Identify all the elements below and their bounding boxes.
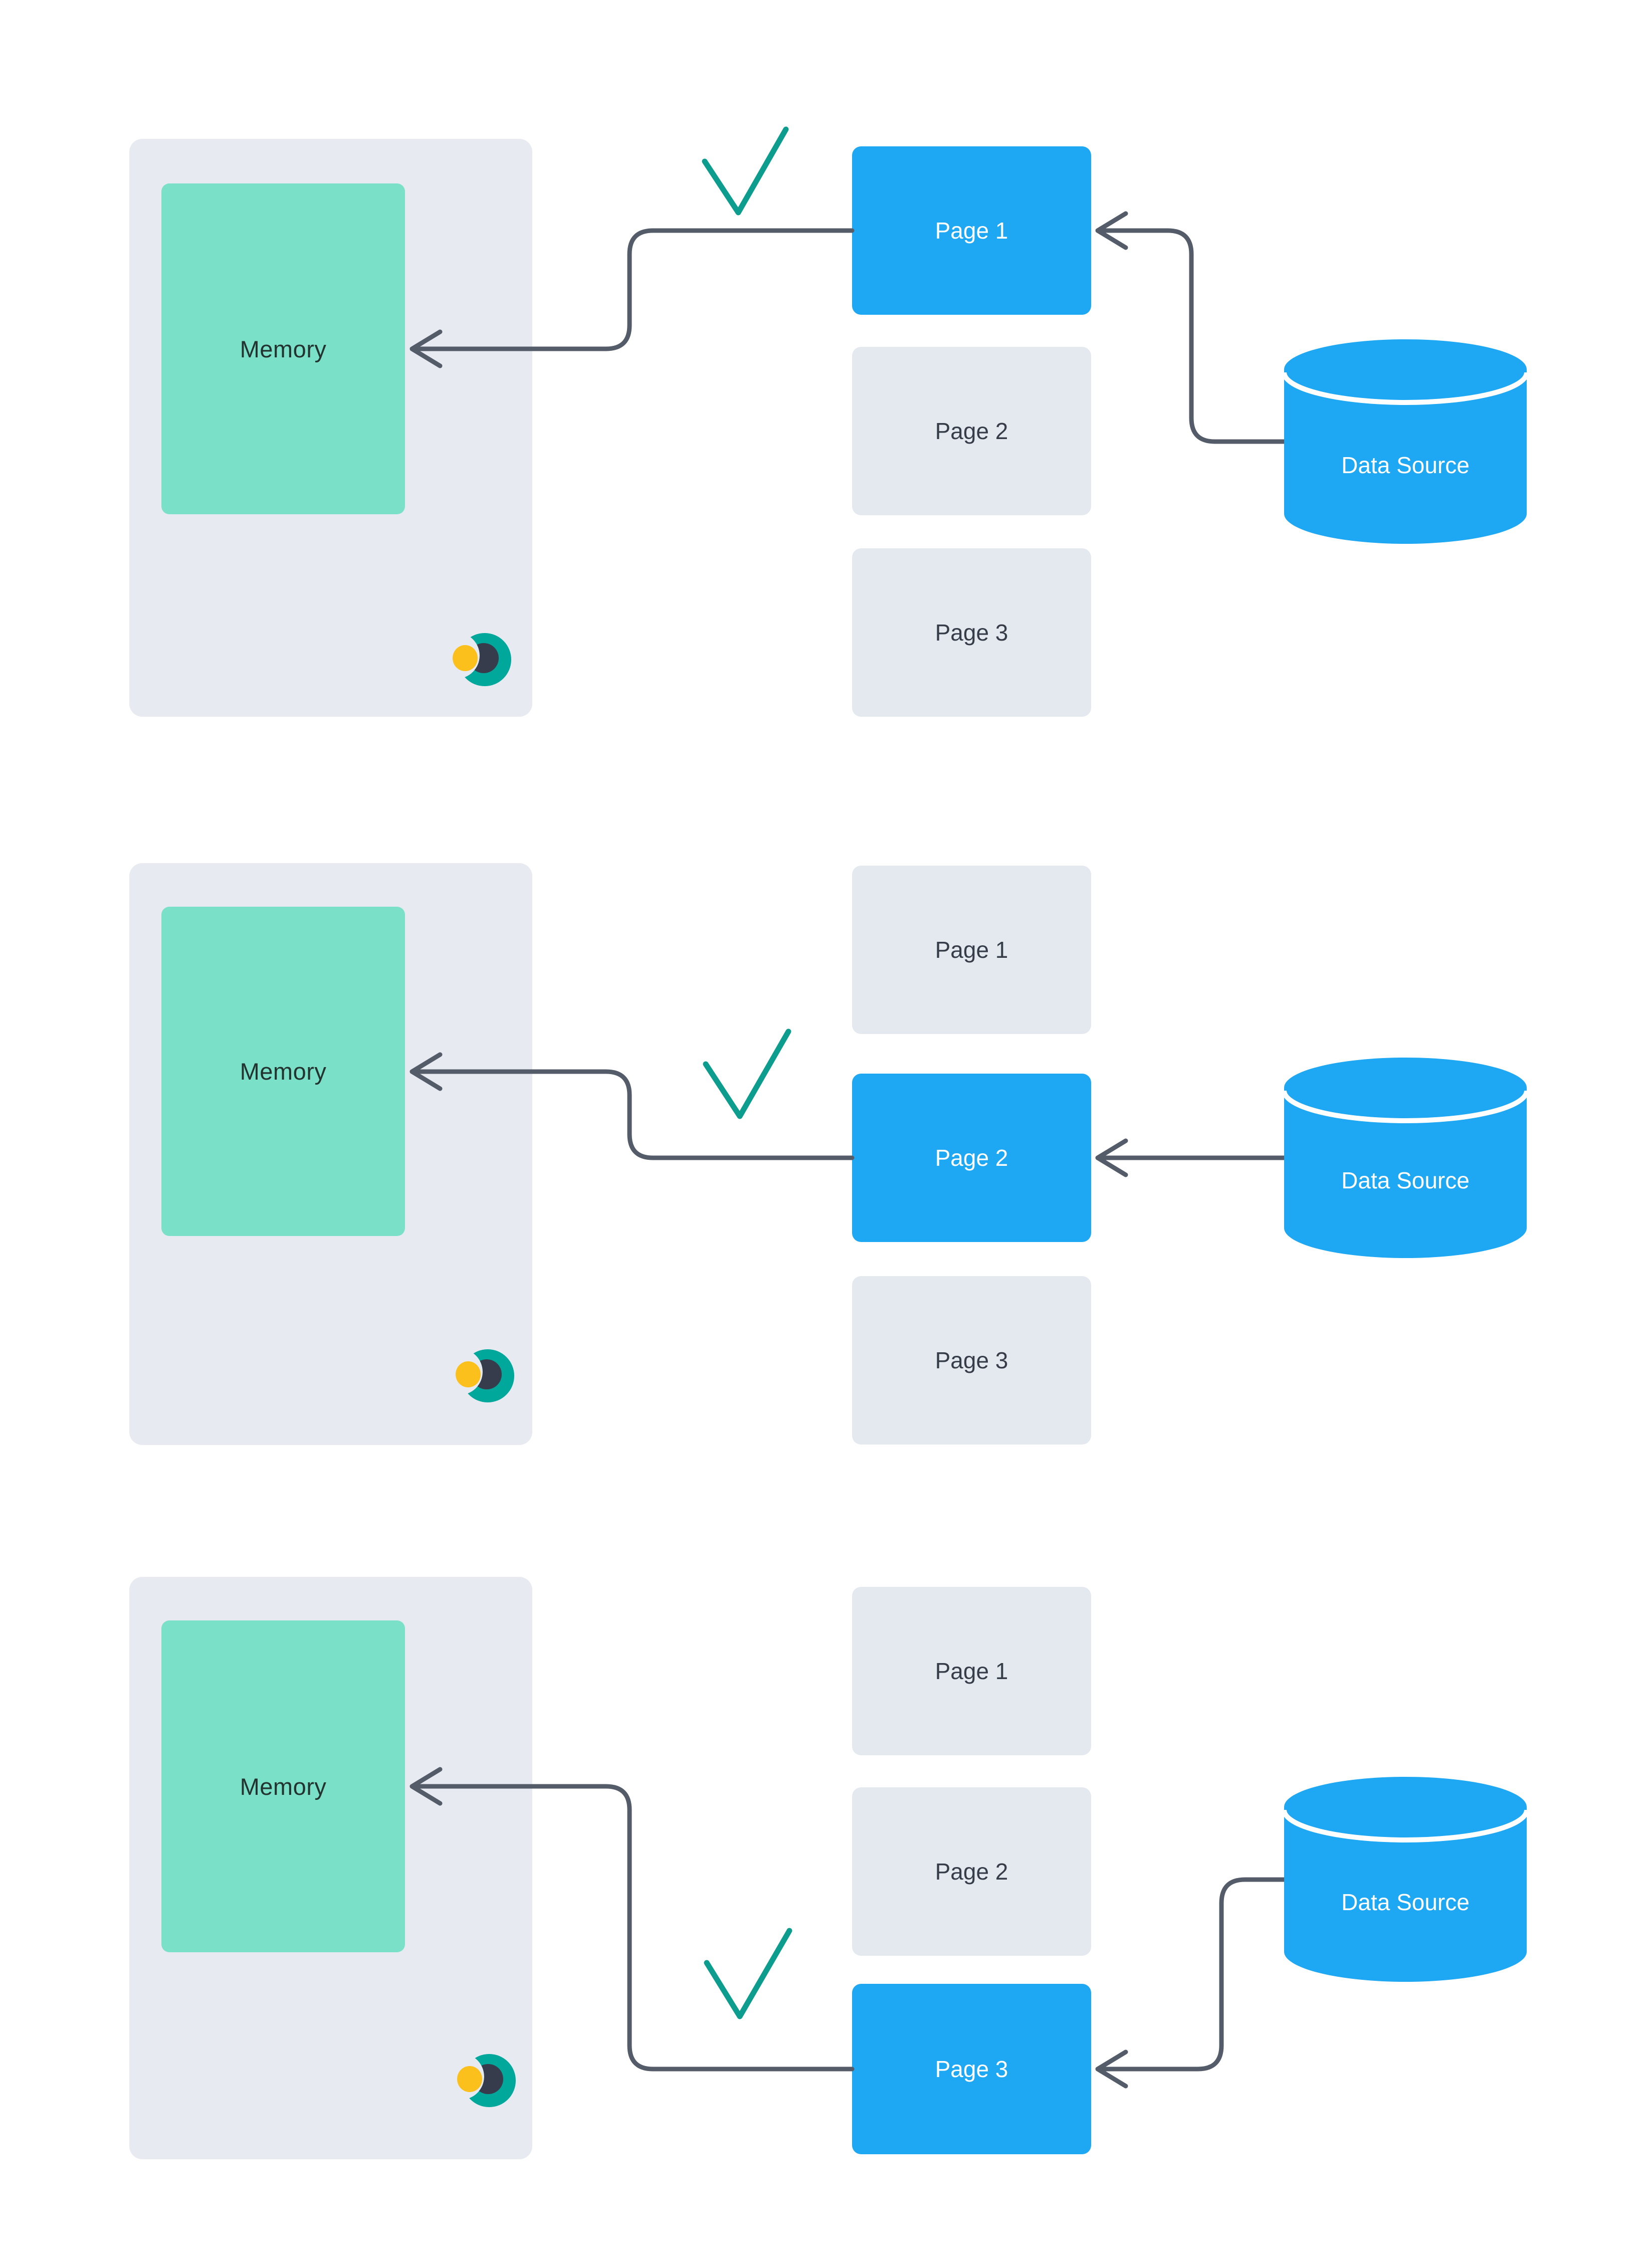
page-3-active: Page 3 bbox=[852, 1984, 1091, 2154]
page-label: Page 1 bbox=[935, 1658, 1008, 1684]
arrow-datasource-to-page3 bbox=[1098, 1877, 1287, 2072]
checkmark-icon bbox=[704, 1928, 792, 2019]
page-1: Page 1 bbox=[852, 866, 1091, 1034]
datasource-cylinder-3: Data Source bbox=[1282, 1777, 1529, 1982]
page-2: Page 2 bbox=[852, 1787, 1091, 1956]
page-label: Page 2 bbox=[935, 1859, 1008, 1885]
page-label: Page 3 bbox=[935, 1347, 1008, 1373]
page-label: Page 1 bbox=[935, 937, 1008, 963]
datasource-label: Data Source bbox=[1341, 452, 1470, 478]
page-label: Page 3 bbox=[935, 620, 1008, 646]
memory-box-1: Memory bbox=[161, 183, 405, 514]
memory-label: Memory bbox=[240, 1058, 327, 1085]
datasource-cylinder-1: Data Source bbox=[1282, 339, 1529, 544]
arrow-datasource-to-page1 bbox=[1098, 228, 1287, 444]
datasource-cylinder-2: Data Source bbox=[1282, 1058, 1529, 1258]
page-label: Page 2 bbox=[935, 418, 1008, 444]
datasource-label: Data Source bbox=[1341, 1889, 1470, 1915]
page-3: Page 3 bbox=[852, 548, 1091, 717]
page-3: Page 3 bbox=[852, 1276, 1091, 1445]
page-label: Page 2 bbox=[935, 1145, 1008, 1171]
page-2-active: Page 2 bbox=[852, 1074, 1091, 1242]
datasource-label: Data Source bbox=[1341, 1167, 1470, 1193]
page-1-active: Page 1 bbox=[852, 146, 1091, 315]
memory-label: Memory bbox=[240, 335, 327, 362]
page-2: Page 2 bbox=[852, 347, 1091, 515]
arrowhead-into-page2 bbox=[1095, 1138, 1128, 1177]
page-label: Page 1 bbox=[935, 218, 1008, 244]
arrowhead-into-page3 bbox=[1095, 2049, 1128, 2089]
page-label: Page 3 bbox=[935, 2056, 1008, 2082]
memory-box-2: Memory bbox=[161, 907, 405, 1236]
memory-label: Memory bbox=[240, 1773, 327, 1800]
memory-box-3: Memory bbox=[161, 1620, 405, 1952]
checkmark-icon bbox=[702, 126, 789, 216]
page-1: Page 1 bbox=[852, 1587, 1091, 1755]
checkmark-icon bbox=[703, 1029, 791, 1119]
arrowhead-into-page1 bbox=[1095, 211, 1128, 250]
